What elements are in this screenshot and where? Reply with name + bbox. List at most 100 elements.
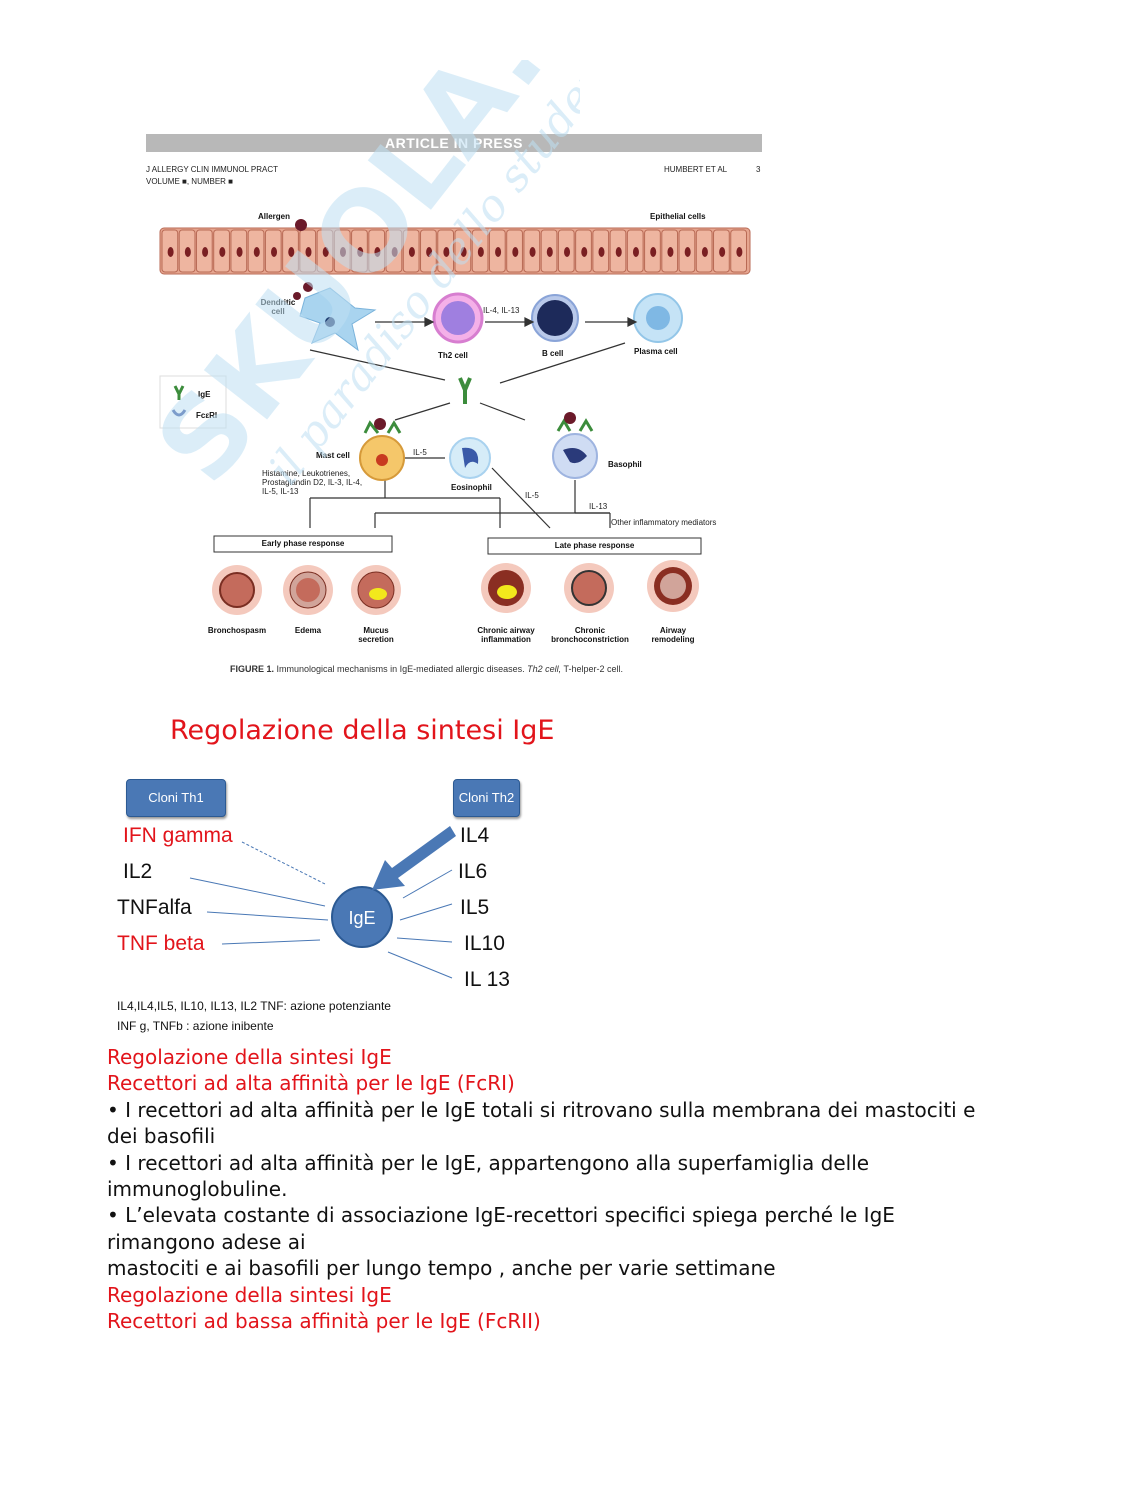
epithelial-nucleus — [288, 247, 295, 257]
label-edema: Edema — [294, 626, 322, 635]
figure-caption: FIGURE 1. Immunological mechanisms in Ig… — [230, 664, 623, 674]
legend-box — [159, 375, 227, 429]
label-epithelial: Epithelial cells — [650, 212, 706, 221]
bullet-3-cont: mastociti e ai basofili per lungo tempo … — [107, 1256, 776, 1281]
b-cell-icon — [531, 294, 579, 342]
label-plasma: Plasma cell — [634, 347, 678, 356]
epithelial-nucleus — [581, 247, 588, 257]
th2-cell-icon — [432, 292, 484, 344]
label-bronchospasm: Bronchospasm — [207, 626, 267, 635]
label-late-phase: Late phase response — [554, 541, 635, 550]
journal-line-1: J ALLERGY CLIN IMMUNOL PRACT — [146, 165, 279, 174]
caption-italic: Th2 cell, — [527, 664, 562, 674]
left-label-tnfbeta: TNF beta — [117, 932, 205, 955]
label-il13: IL-13 — [589, 502, 608, 511]
ige-node — [331, 886, 393, 948]
epithelial-nucleus — [684, 247, 691, 257]
label-mucus: Mucus secretion — [358, 626, 394, 644]
note-potenziante: IL4,IL4,IL5, IL10, IL13, IL2 TNF: azione… — [117, 999, 391, 1013]
bullet-2: • I recettori ad alta affinità per le Ig… — [107, 1150, 870, 1202]
epithelial-nucleus — [184, 247, 191, 257]
allergen-icon — [293, 219, 313, 300]
label-mediators: Histamine, Leukotrienes, Prostaglandin D… — [262, 469, 363, 496]
label-bcell: B cell — [542, 349, 564, 358]
left-label-il2: IL2 — [123, 860, 153, 883]
epithelial-nucleus — [374, 247, 381, 257]
label-early-phase: Early phase response — [261, 539, 345, 548]
plasma-cell-icon — [633, 293, 683, 343]
body-text: Regolazione della sintesi IgE Recettori … — [107, 1044, 1007, 1334]
page-number: 3 — [756, 165, 761, 174]
epithelial-nucleus — [202, 247, 209, 257]
epithelial-nucleus — [512, 247, 519, 257]
label-basophil: Basophil — [608, 460, 642, 469]
caption-text: Immunological mechanisms in IgE-mediated… — [276, 664, 525, 674]
heading-fcri: Recettori ad alta affinità per le IgE (F… — [107, 1071, 515, 1096]
airway-rings — [212, 560, 699, 615]
note-inibente: INF g, TNFb : azione inibente — [117, 1019, 274, 1033]
label-other-mediators: Other inflammatory mediators — [611, 518, 717, 527]
epithelial-nucleus — [632, 247, 639, 257]
basophil-icon — [552, 412, 598, 479]
late-phase-box — [487, 537, 702, 555]
influence-arrows — [189, 841, 453, 979]
right-label-il13: IL 13 — [464, 968, 510, 991]
bullet-3: • L’elevata costante di associazione IgE… — [107, 1203, 895, 1254]
caption-end: T-helper-2 cell. — [563, 664, 624, 674]
label-il4-il13: IL-4, IL-13 — [483, 306, 520, 315]
epithelial-nucleus — [408, 247, 415, 257]
label-il5-a: IL-5 — [413, 448, 427, 457]
mast-cell-icon — [359, 418, 405, 481]
epithelial-nucleus — [667, 247, 674, 257]
epithelial-nucleus — [322, 247, 329, 257]
epithelial-nucleus — [305, 247, 312, 257]
immunology-diagram — [159, 219, 751, 615]
epithelial-nucleus — [701, 247, 708, 257]
epithelial-nucleus — [391, 247, 398, 257]
epithelial-nucleus — [650, 247, 657, 257]
ige-antibody-icon — [458, 377, 472, 404]
authors: HUMBERT ET AL — [664, 165, 728, 174]
epithelial-nucleus — [736, 247, 743, 257]
heading-regolazione-1: Regolazione della sintesi IgE — [107, 1045, 392, 1069]
early-phase-box — [213, 535, 393, 553]
dendritic-cell-icon — [299, 287, 377, 352]
epithelial-nucleus — [167, 247, 174, 257]
ige-regulation-diagram: IgE — [189, 826, 456, 979]
right-label-il10: IL10 — [464, 932, 505, 955]
epithelial-nucleus — [529, 247, 536, 257]
slide-title: Regolazione della sintesi IgE — [170, 715, 555, 746]
epithelial-nucleus — [615, 247, 622, 257]
label-eosinophil: Eosinophil — [451, 483, 492, 492]
epithelial-nucleus — [271, 247, 278, 257]
label-mast: Mast cell — [316, 451, 350, 460]
epithelial-layer — [159, 227, 751, 275]
right-label-il4: IL4 — [460, 824, 490, 847]
legend-fceri: FcεRI — [196, 411, 218, 420]
bullet-1: • I recettori ad alta affinità per le Ig… — [107, 1097, 976, 1149]
label-remodeling: Airway remodeling — [651, 626, 695, 644]
epithelial-nucleus — [357, 247, 364, 257]
label-il5-b: IL-5 — [525, 491, 539, 500]
legend-ige: IgE — [198, 390, 211, 399]
epithelial-nucleus — [426, 247, 433, 257]
th2-main-arrow — [372, 826, 456, 890]
right-label-il6: IL6 — [458, 860, 488, 883]
epithelial-nucleus — [339, 247, 346, 257]
right-label-il5: IL5 — [460, 896, 490, 919]
ige-node-label: IgE — [348, 908, 375, 928]
caption-prefix: FIGURE 1. — [230, 664, 275, 674]
epithelial-nucleus — [495, 247, 502, 257]
label-chronic-bronchoconstriction: Chronic bronchoconstriction — [551, 626, 629, 644]
epithelial-nucleus — [236, 247, 243, 257]
label-chronic-inflammation: Chronic airway inflammation — [477, 626, 535, 644]
left-label-ifn: IFN gamma — [123, 824, 233, 847]
epithelial-nucleus — [546, 247, 553, 257]
epithelial-nucleus — [564, 247, 571, 257]
epithelial-nucleus — [253, 247, 260, 257]
epithelial-nucleus — [443, 247, 450, 257]
th1-clones-box: Cloni Th1 — [126, 779, 226, 817]
th2-clones-box: Cloni Th2 — [453, 779, 520, 817]
epithelial-nucleus — [598, 247, 605, 257]
article-in-press-banner: ARTICLE IN PRESS — [146, 134, 762, 152]
